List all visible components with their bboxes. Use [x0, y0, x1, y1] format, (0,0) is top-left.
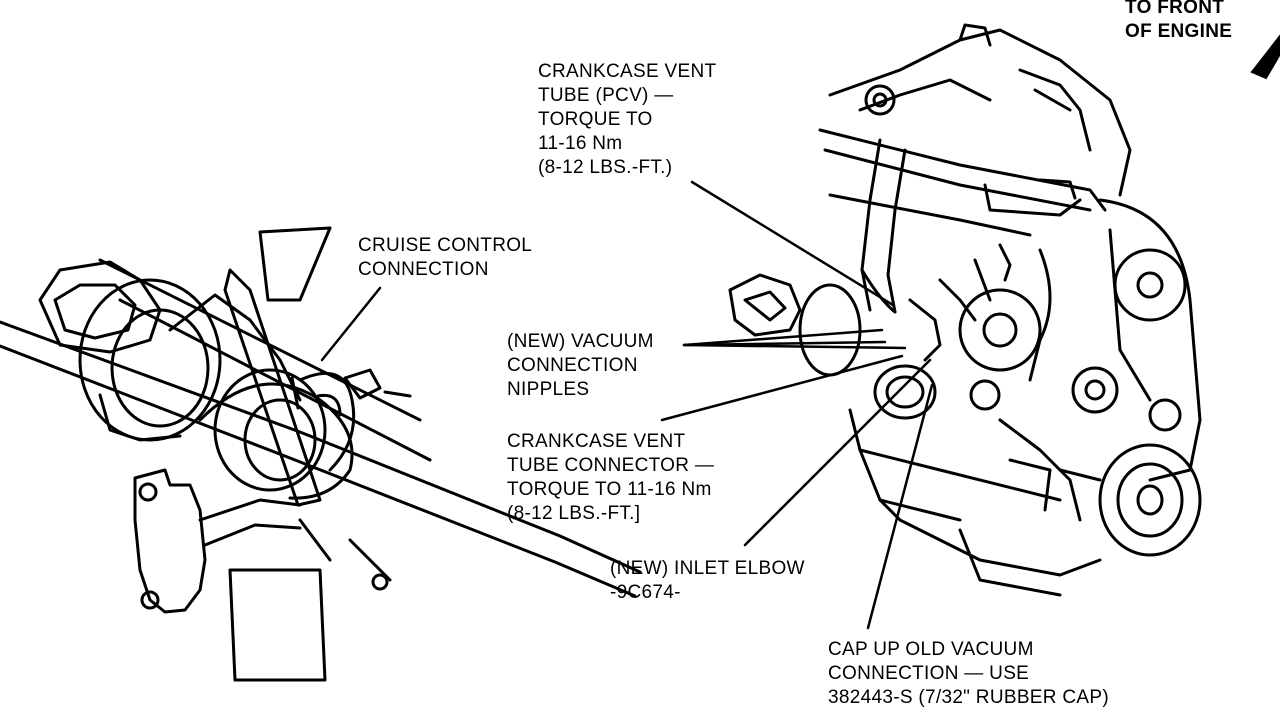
front-of-engine-label: TO FRONT OF ENGINE	[1125, 0, 1232, 44]
inlet-elbow-label: (NEW) INLET ELBOW -9C674-	[610, 557, 805, 605]
arrow-icon	[1250, 34, 1280, 80]
label-line: 382443-S (7/32" RUBBER CAP)	[828, 687, 1109, 708]
rubber-cap-label: CAP UP OLD VACUUM CONNECTION — USE 38244…	[828, 638, 1109, 710]
label-line: (8-12 LBS.-FT.]	[507, 503, 641, 524]
label-line: CONNECTION	[507, 355, 638, 376]
label-line: TORQUE TO	[538, 109, 653, 130]
engine-main-view	[728, 23, 1202, 597]
detail-view-turbo	[0, 226, 642, 682]
label-line: CRANKCASE VENT	[538, 61, 717, 82]
label-line: CONNECTION — USE	[828, 663, 1030, 684]
pcv-tube-label: CRANKCASE VENT TUBE (PCV) — TORQUE TO 11…	[538, 60, 716, 180]
label-line: CONNECTION	[358, 259, 489, 280]
vent-connector-label: CRANKCASE VENT TUBE CONNECTOR — TORQUE T…	[507, 430, 714, 526]
label-line: CRANKCASE VENT	[507, 431, 686, 452]
label-line: (NEW) INLET ELBOW	[610, 558, 805, 579]
label-line: TUBE CONNECTOR —	[507, 455, 715, 476]
label-line: -9C674-	[610, 582, 681, 603]
label-line: 11-16 Nm	[538, 133, 623, 154]
vacuum-nipples-label: (NEW) VACUUM CONNECTION NIPPLES	[507, 330, 654, 402]
label-line: TUBE (PCV) —	[538, 85, 674, 106]
label-line: TO FRONT	[1125, 0, 1225, 18]
label-line: CAP UP OLD VACUUM	[828, 639, 1034, 660]
label-line: NIPPLES	[507, 379, 590, 400]
label-line: (8-12 LBS.-FT.)	[538, 157, 673, 178]
label-line: (NEW) VACUUM	[507, 331, 654, 352]
cruise-control-label: CRUISE CONTROL CONNECTION	[358, 234, 532, 282]
label-line: OF ENGINE	[1125, 21, 1233, 42]
label-line: CRUISE CONTROL	[358, 235, 533, 256]
label-line: TORQUE TO 11-16 Nm	[507, 479, 712, 500]
leader-lines	[320, 180, 934, 630]
